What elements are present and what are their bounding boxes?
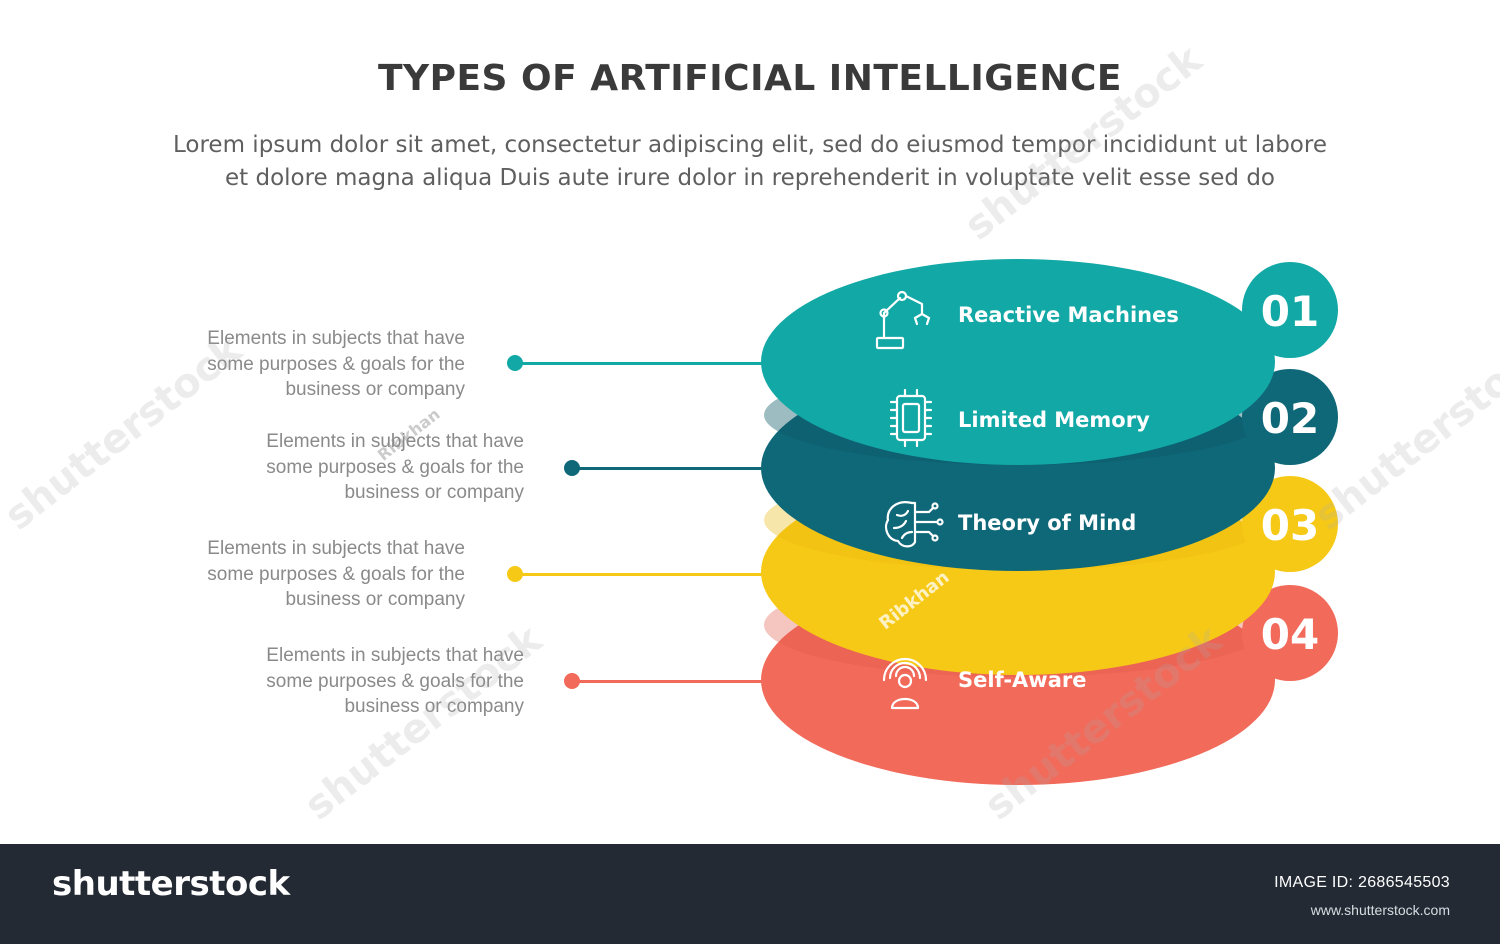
stacked-ellipses-diagram: 01 02 03 04 Reactive Machines Limited Me… (761, 259, 1338, 785)
description-02: Elements in subjects that have some purp… (194, 429, 524, 506)
infographic-canvas: TYPES OF ARTIFICIAL INTELLIGENCE Lorem i… (0, 36, 1500, 830)
number-circle-03 (1242, 476, 1338, 572)
description-line: Elements in subjects that have (207, 538, 465, 559)
robot-arm-icon (875, 290, 931, 350)
description-01: Elements in subjects that have some purp… (135, 326, 465, 403)
brain-circuit-icon (884, 501, 944, 548)
number-01: 01 (1261, 287, 1319, 336)
description-line: business or company (344, 482, 524, 503)
description-03: Elements in subjects that have some purp… (135, 536, 465, 613)
number-03: 03 (1261, 501, 1319, 550)
connector-line-02 (572, 467, 770, 470)
layer-01 (761, 259, 1338, 465)
description-line: Elements in subjects that have (266, 431, 524, 452)
connector-dot-03 (507, 566, 523, 582)
page-title: TYPES OF ARTIFICIAL INTELLIGENCE (377, 58, 1123, 99)
footer-bar: shutterstock IMAGE ID: 2686545503 www.sh… (0, 844, 1500, 944)
number-04: 04 (1261, 610, 1319, 659)
label-02: Limited Memory (958, 408, 1150, 432)
description-line: business or company (285, 589, 465, 610)
number-circle-04 (1242, 585, 1338, 681)
subtitle-line-2: et dolore magna aliqua Duis aute irure d… (224, 165, 1275, 191)
site-url[interactable]: www.shutterstock.com (1310, 902, 1450, 918)
subtitle-line-1: Lorem ipsum dolor sit amet, consectetur … (173, 132, 1327, 158)
connector-line-01 (515, 362, 770, 365)
number-circle-02 (1242, 369, 1338, 465)
description-line: some purposes & goals for the (207, 563, 465, 585)
description-line: some purposes & goals for the (266, 670, 524, 692)
connector-line-04 (572, 680, 770, 683)
description-line: some purposes & goals for the (266, 456, 524, 478)
description-line: business or company (285, 379, 465, 400)
description-line: Elements in subjects that have (207, 328, 465, 349)
description-04: Elements in subjects that have some purp… (194, 643, 524, 720)
image-id: IMAGE ID: 2686545503 (1274, 874, 1450, 891)
label-03: Theory of Mind (958, 511, 1136, 535)
connector-dot-01 (507, 355, 523, 371)
person-signal-icon (882, 657, 928, 710)
ellipse-01 (761, 259, 1275, 465)
number-circle-01 (1242, 262, 1338, 358)
description-line: business or company (344, 696, 524, 717)
connector-line-03 (515, 573, 770, 576)
connector-dot-02 (564, 460, 580, 476)
description-line: some purposes & goals for the (207, 353, 465, 375)
brand-logo[interactable]: shutterstock (52, 864, 290, 904)
description-line: Elements in subjects that have (266, 645, 524, 666)
connector-dot-04 (564, 673, 580, 689)
label-01: Reactive Machines (958, 303, 1179, 327)
chip-icon (889, 388, 933, 448)
label-04: Self-Aware (958, 668, 1086, 692)
number-02: 02 (1261, 394, 1319, 443)
